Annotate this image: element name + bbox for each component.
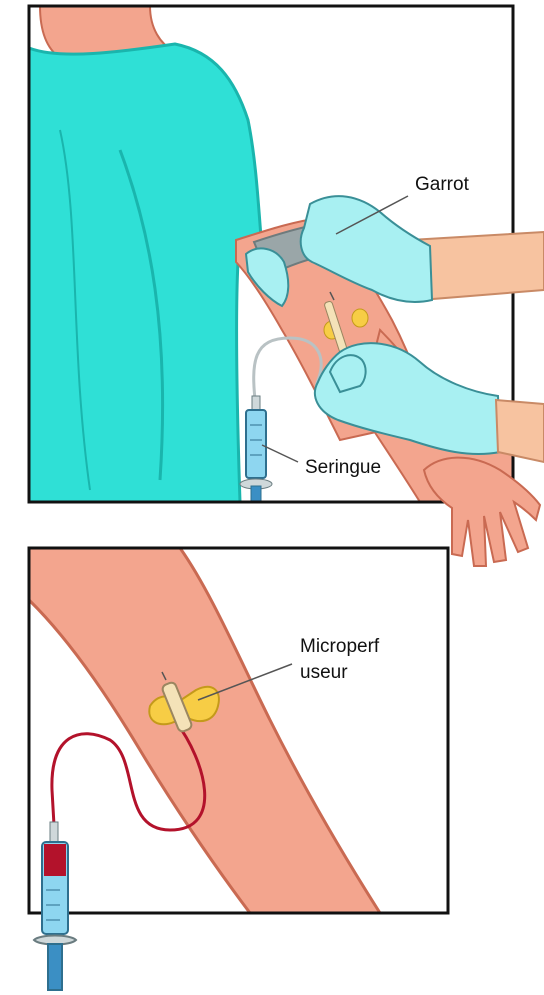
syringe-blood xyxy=(44,844,66,876)
syringe-label: Seringue xyxy=(305,455,381,481)
syringe-plunger xyxy=(48,944,62,990)
tourniquet-label: Garrot xyxy=(415,172,469,198)
bottom-panel xyxy=(29,548,448,913)
syringe-needle xyxy=(50,822,58,842)
patient-shirt xyxy=(29,44,262,502)
clinician-forearm-lower xyxy=(496,400,544,462)
butterfly-needle-label-line1: Microperf xyxy=(300,634,379,660)
butterfly-needle-label-line2: useur xyxy=(300,660,379,686)
butterfly-needle-label: Microperf useur xyxy=(300,634,379,686)
